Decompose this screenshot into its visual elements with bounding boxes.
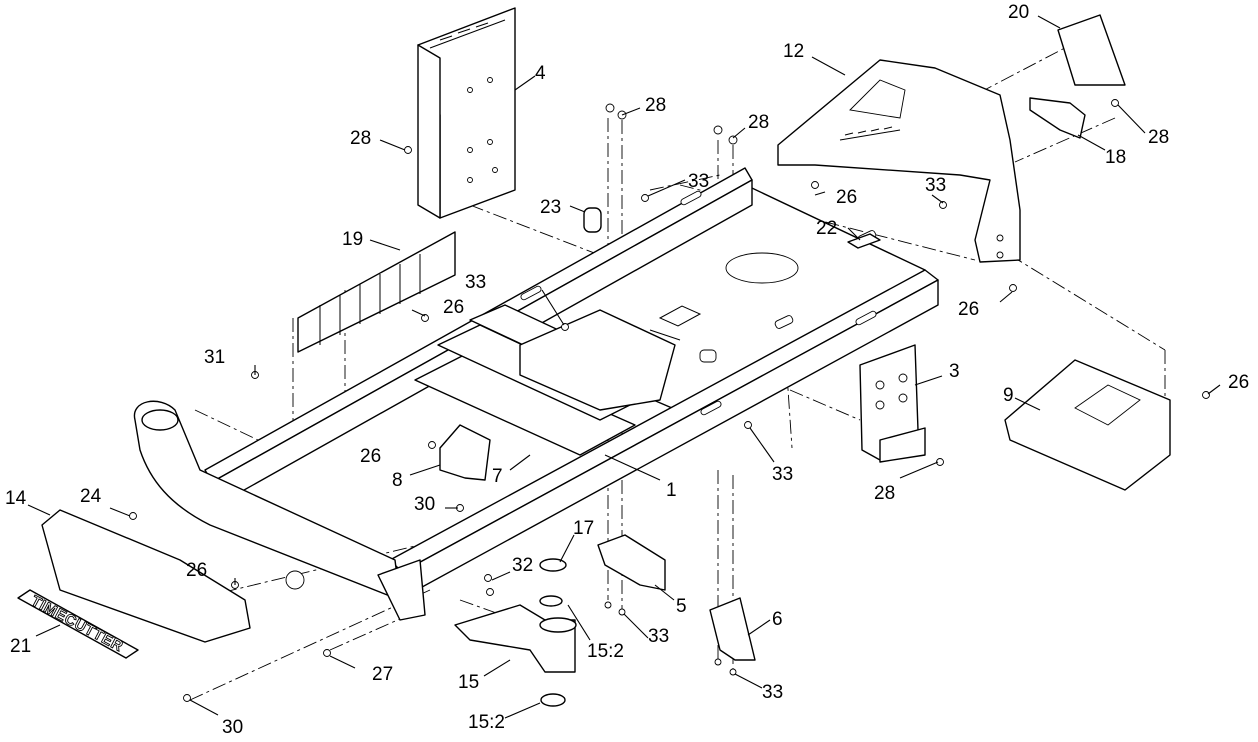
part-20-shield: [1057, 14, 1126, 86]
part-22-decal: [847, 233, 881, 249]
callout-26e: 26: [360, 446, 381, 467]
callout-33f: 33: [762, 682, 783, 703]
part-4-plate: [417, 7, 516, 219]
callout-24: 24: [80, 486, 102, 507]
callouts: 1 3 4 5 6 7 8 9 12 14 15 15:2 15:2 17 18…: [5, 2, 1249, 738]
callout-15-2b: 15:2: [468, 712, 505, 733]
callout-22: 22: [816, 218, 837, 239]
callout-30b: 30: [222, 717, 243, 738]
fasteners: [129, 99, 1210, 702]
callout-26a: 26: [836, 187, 857, 208]
part-8-bracket: [439, 424, 491, 481]
callout-3: 3: [949, 361, 960, 382]
callout-20: 20: [1008, 2, 1029, 23]
callout-30a: 30: [414, 494, 435, 515]
callout-5: 5: [676, 596, 687, 617]
callout-4: 4: [535, 63, 546, 84]
callout-12: 12: [783, 41, 804, 62]
callout-33d: 33: [772, 464, 793, 485]
callout-17: 17: [573, 518, 594, 539]
callout-33a: 33: [688, 171, 709, 192]
callout-33b: 33: [925, 175, 946, 196]
callout-18: 18: [1105, 147, 1126, 168]
callout-26f: 26: [186, 560, 207, 581]
callout-28c: 28: [748, 112, 769, 133]
part-14-front-shield: [41, 509, 251, 643]
callout-26d: 26: [443, 297, 464, 318]
callout-7: 7: [492, 466, 503, 487]
callout-26b: 26: [958, 299, 979, 320]
callout-9: 9: [1003, 385, 1014, 406]
callout-28e: 28: [874, 483, 895, 504]
part-5-bracket: [597, 534, 666, 591]
callout-1: 1: [666, 480, 677, 501]
callout-33e: 33: [648, 626, 669, 647]
callout-28b: 28: [645, 95, 666, 116]
callout-28d: 28: [1148, 127, 1169, 148]
callout-6: 6: [772, 609, 783, 630]
part-15-caster: [454, 558, 577, 707]
callout-32: 32: [512, 555, 533, 576]
callout-15-2a: 15:2: [587, 641, 624, 662]
callout-27: 27: [372, 664, 393, 685]
main-frame: [133, 167, 939, 621]
part-12-rear-shield: [777, 59, 1021, 263]
callout-8: 8: [392, 470, 403, 491]
part-19-decal: [297, 231, 456, 353]
part-18-bracket: [1029, 97, 1086, 139]
callout-28a: 28: [350, 128, 371, 149]
part-9-tray: [1004, 359, 1171, 491]
leader-lines: [27, 15, 1221, 719]
callout-14: 14: [5, 488, 27, 509]
callout-33c: 33: [465, 272, 486, 293]
callout-31: 31: [204, 347, 225, 368]
part-3-bracket: [859, 344, 926, 463]
callout-23: 23: [540, 197, 561, 218]
part-6-bracket: [709, 597, 756, 661]
callout-26c: 26: [1228, 372, 1249, 393]
callout-21: 21: [10, 636, 31, 657]
callout-15: 15: [458, 672, 479, 693]
part-23-bumper: [583, 207, 602, 233]
callout-19: 19: [342, 229, 363, 250]
